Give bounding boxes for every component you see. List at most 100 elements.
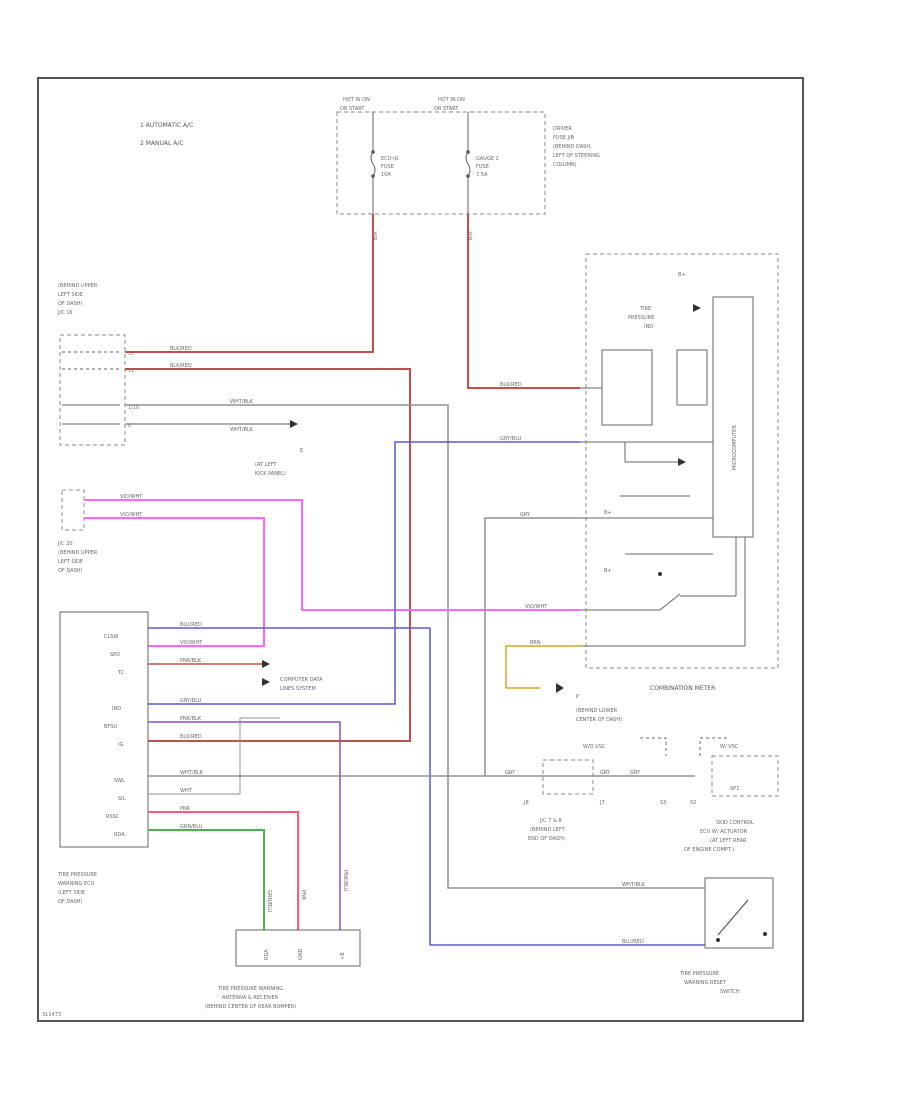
ecu-pin-4: IND [112, 706, 121, 712]
jc20-line3: LEFT SIDE [58, 559, 83, 565]
tpms-ecu-box [59, 611, 149, 848]
antenna-receiver-box [235, 929, 361, 967]
ecu-wire-2: PNK/BLK [180, 658, 202, 664]
data-lines-1: COMPUTER DATA [280, 677, 323, 683]
diagram-frame [37, 77, 804, 1022]
legend-item-2: 2 MANUAL A/C [140, 140, 184, 147]
ecu-pin-0: CLSW [104, 634, 118, 640]
skid-line2: ECU W/ ACTUATOR [700, 829, 748, 835]
meter-indicator1: TIRE [639, 306, 651, 312]
data-lines-2: LINES SYSTEM [280, 686, 316, 692]
jc20-connector [61, 489, 85, 531]
upper-wire4-label: WHT/BLK [230, 427, 254, 433]
fuse2-amp: 7.5A [476, 172, 488, 178]
fuse1-symbol [370, 151, 376, 214]
upper-conn-line2: LEFT SIDE [58, 292, 83, 298]
fuse2-wire-label: B/R [468, 231, 474, 240]
ecu-pin-6: IG [118, 742, 123, 748]
jc7-wire-2: GRY [630, 770, 641, 776]
fuse2-symbol [465, 151, 471, 214]
antenna-wire1: GRN/BLU [266, 890, 272, 913]
meter-bplus-3: B+ [604, 568, 612, 574]
fuse-location-2: FUSE J/B [553, 135, 575, 141]
reset-line1: TIRE PRESSURE [679, 971, 719, 977]
fuse-hot-left-2: OR START [340, 106, 365, 112]
ecu-pin-2: TC [117, 670, 125, 676]
ecu-wire-6: BLK/RED [180, 734, 202, 740]
skid-control-ecu [711, 755, 779, 797]
wire-blk-red-meter [467, 214, 580, 389]
fuse2-name2: FUSE [476, 164, 489, 170]
ecu-pin-9: SIL [118, 796, 126, 802]
jc7-wire-0: GRY [505, 770, 516, 776]
fuse1-wire-label: B/R [373, 231, 379, 240]
upper-conn-pin3: 1/10 [128, 405, 139, 411]
upper-connector-box [59, 334, 126, 446]
fuse-box [336, 111, 546, 215]
upper-wire1-label: BLK/RED [170, 346, 192, 352]
indicator-lamp [601, 349, 653, 426]
fuse1-amp: 10A [381, 172, 391, 178]
ecu-wire-5: PNK/BLK [180, 716, 202, 722]
antenna-wire2: PNK [300, 890, 306, 901]
ecu-wire-0: BLU/RED [180, 622, 202, 628]
antenna-line3: (BEHIND CENTER OF REAR BUMPER) [205, 1004, 296, 1010]
meter-wire-in4: VIO/WHT [525, 604, 548, 610]
reset-line2: WARNING RESET [684, 980, 727, 986]
wire-grn-blu-rda [148, 829, 265, 930]
upper-wire2-label: BLK/RED [170, 363, 192, 369]
jc7-pin-3: S2 [690, 800, 696, 806]
fuse1-name2: FUSE [381, 164, 394, 170]
reset-switch-box [704, 877, 774, 949]
fuse2-name: GAUGE 2 [476, 156, 499, 162]
fuse-location-1: DRIVER [553, 126, 572, 132]
ground-line2: KICK PANEL) [255, 471, 286, 477]
jc20-line2: (BEHIND UPPER [58, 550, 98, 556]
meter-wire-in5: BRN [530, 640, 541, 646]
jc20-line1: J/C 20 [57, 541, 73, 547]
reset-wire1: WHT/BLK [622, 882, 646, 888]
combination-meter-box [585, 253, 779, 669]
wire-vio-wht-1 [84, 499, 580, 611]
jc7-connector [542, 759, 594, 795]
ecu-wire-8: WHT/BLK [180, 770, 204, 776]
skid-line3: (AT LEFT REAR [710, 838, 747, 844]
skid-pin: SP1 [730, 786, 739, 792]
ecu-pin-10: RSSC [106, 814, 120, 820]
lower-dash-line1: (BEHIND LOWER [576, 708, 618, 714]
fuse-hot-left: HOT IN ON [343, 97, 370, 103]
skid-line4: OF ENGINE COMPT.) [684, 847, 734, 853]
upper-wire3-label: WHT/BLK [230, 399, 254, 405]
ground-arrow [290, 420, 298, 428]
microcomputer-box [712, 296, 754, 538]
lower-dash-label: P [576, 694, 579, 700]
ecu-wire-10: PNK [180, 806, 191, 812]
wire-blk-red-1 [125, 214, 374, 353]
ecu-pins: CLSW SPD TC IND BFSU IG SWL SIL RSSC RDA [104, 634, 126, 838]
ecu-pin-1: SPD [110, 652, 120, 658]
jc7-line2: (BEHIND LEFT [530, 827, 566, 833]
ecu-pin-5: BFSU [104, 724, 117, 730]
upper-conn-pin4: 8 [128, 423, 131, 429]
jc20-wire1: VIO/WHT [120, 494, 143, 500]
meter-module [676, 349, 708, 406]
wire-gry-blu [148, 441, 580, 705]
ecu-title2: WARNING ECU [58, 881, 95, 887]
upper-conn-line4: J/C 16 [57, 310, 73, 316]
jc20-line4: OF DASH) [58, 568, 83, 574]
skid-line1: SKID CONTROL [716, 820, 754, 826]
wire-gry-meter [484, 517, 580, 776]
jc7-pin-0: J8 [523, 800, 529, 806]
antenna-pin-2: +B [340, 952, 346, 960]
jc7-line1: J/C 7 & 8 [539, 818, 562, 824]
meter-wire-in3: GRY [520, 512, 531, 518]
reset-switch-contact [717, 899, 749, 936]
reset-line3: SWITCH [720, 989, 740, 995]
upper-conn-line3: OF DASH) [58, 301, 83, 307]
ecu-title3: (LEFT SIDE [58, 890, 85, 896]
ecu-wire-11: GRN/BLU [180, 824, 203, 830]
antenna-pin-0: RDA [264, 949, 270, 960]
fuse-hot-right: HOT IN ON [438, 97, 465, 103]
upper-conn-line1: (BEHIND UPPER [58, 283, 98, 289]
